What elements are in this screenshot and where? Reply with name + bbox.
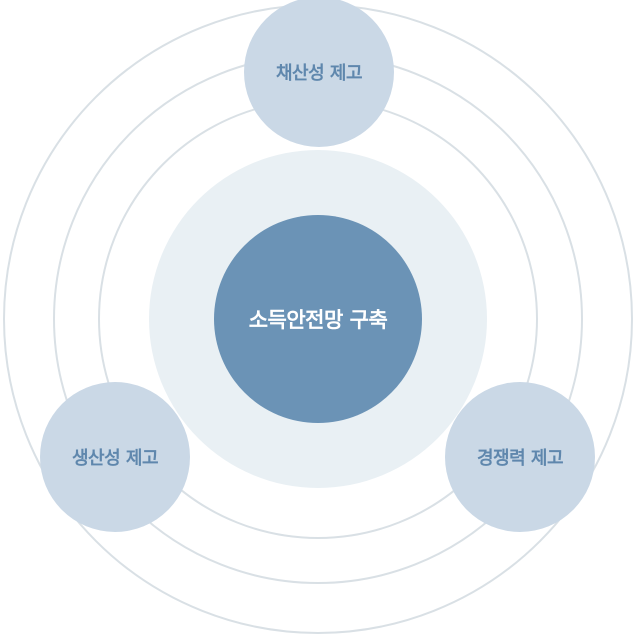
center-circle: 소득안전망 구축 [214,215,422,423]
satellite-label-bottom-left: 생산성 제고 [71,448,159,469]
satellite-circle-bottom-right: 경쟁력 제고 [445,382,595,532]
center-label: 소득안전망 구축 [248,308,388,332]
satellite-circle-top: 채산성 제고 [244,0,394,147]
satellite-label-bottom-right: 경쟁력 제고 [476,448,564,469]
satellite-circle-bottom-left: 생산성 제고 [40,382,190,532]
satellite-label-top: 채산성 제고 [275,63,363,84]
